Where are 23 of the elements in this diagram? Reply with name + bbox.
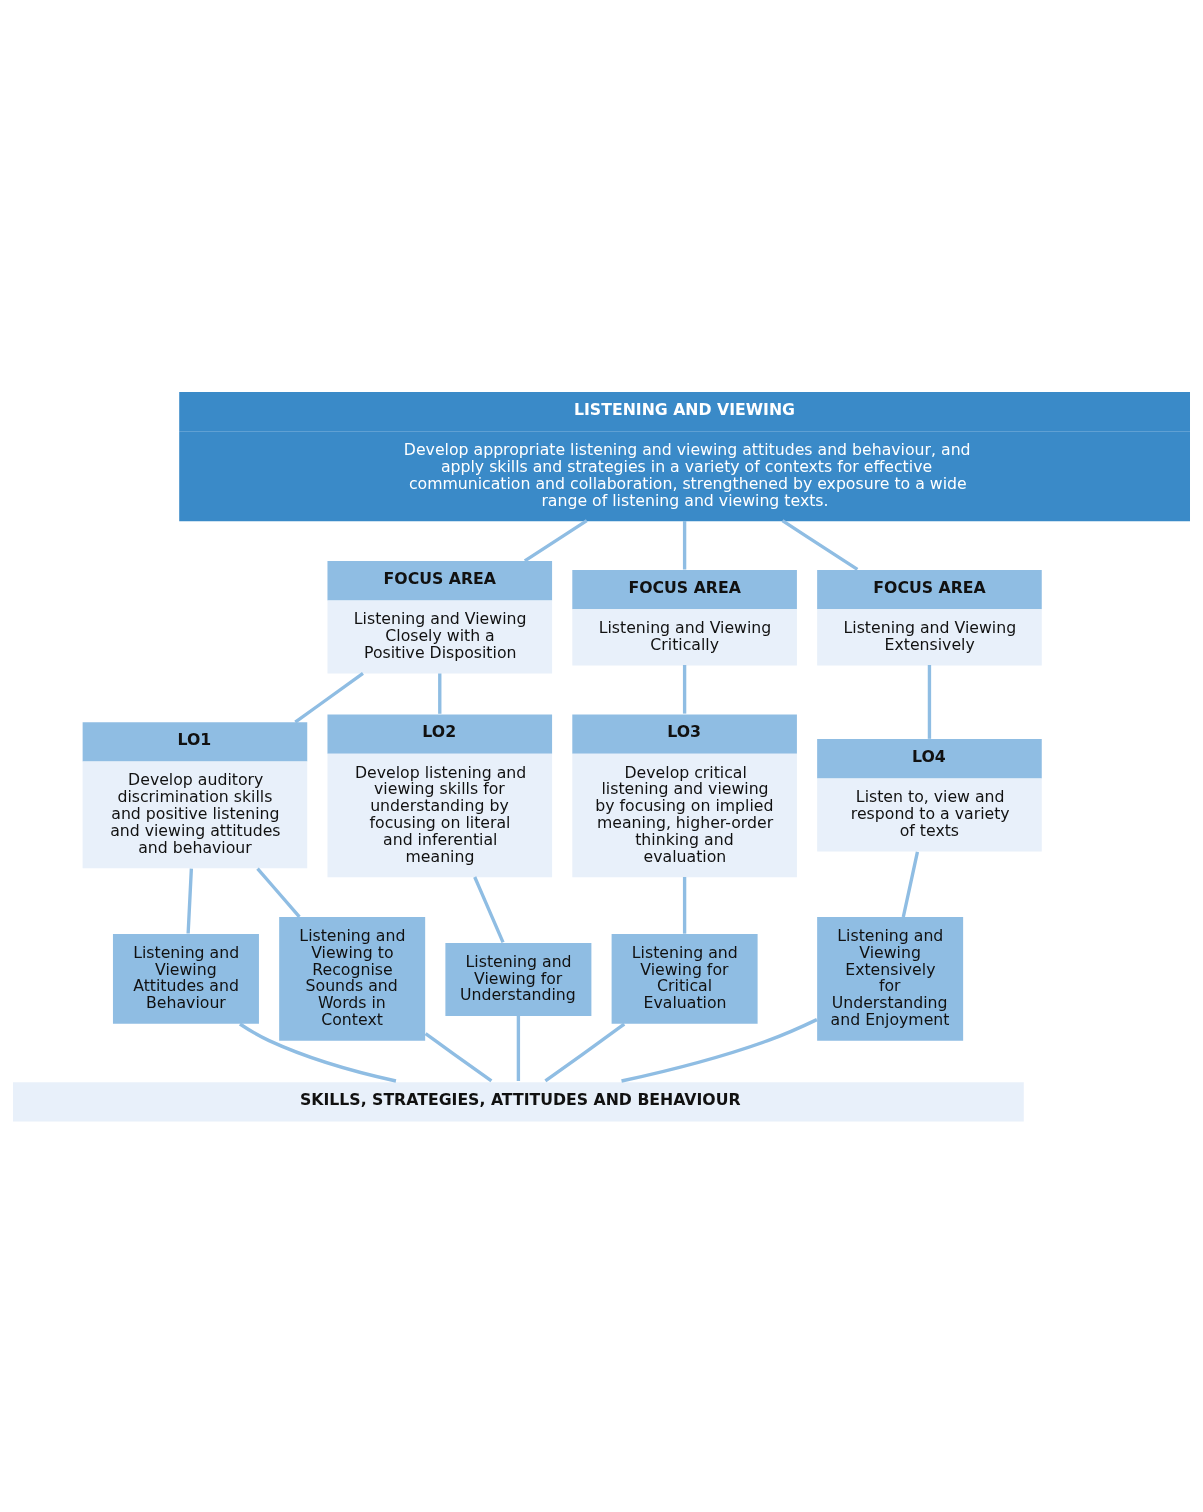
- connector: [256, 866, 301, 918]
- node-box: Listening and Viewing Extensively for Understanding and Enjoyment: [817, 916, 964, 1041]
- connector: [424, 1031, 493, 1082]
- connector: [901, 850, 920, 917]
- connector: [927, 664, 932, 739]
- connector: [544, 1022, 626, 1082]
- node-box: SKILLS, STRATEGIES, ATTITUDES AND BEHAVIOUR: [13, 1081, 1024, 1121]
- connector: [438, 673, 442, 714]
- connector: [473, 875, 505, 943]
- connector: [186, 868, 194, 934]
- node-box: Listening and Viewing for Critical Evaluation: [611, 933, 758, 1024]
- node-box: Listening and Viewing to Recognise Sounds and Words in Context: [279, 916, 426, 1041]
- connector: [294, 671, 364, 723]
- connector: [682, 664, 687, 714]
- node-box: Listening and Viewing Attitudes and Behaviour: [112, 933, 259, 1024]
- connector: [682, 520, 687, 569]
- connector: [516, 1014, 521, 1081]
- connector: [781, 518, 859, 571]
- node-box: Listening and Viewing for Understanding: [445, 942, 592, 1016]
- connector: [621, 1017, 818, 1083]
- connector: [523, 518, 588, 562]
- connector: [239, 1022, 397, 1083]
- connector: [682, 876, 687, 934]
